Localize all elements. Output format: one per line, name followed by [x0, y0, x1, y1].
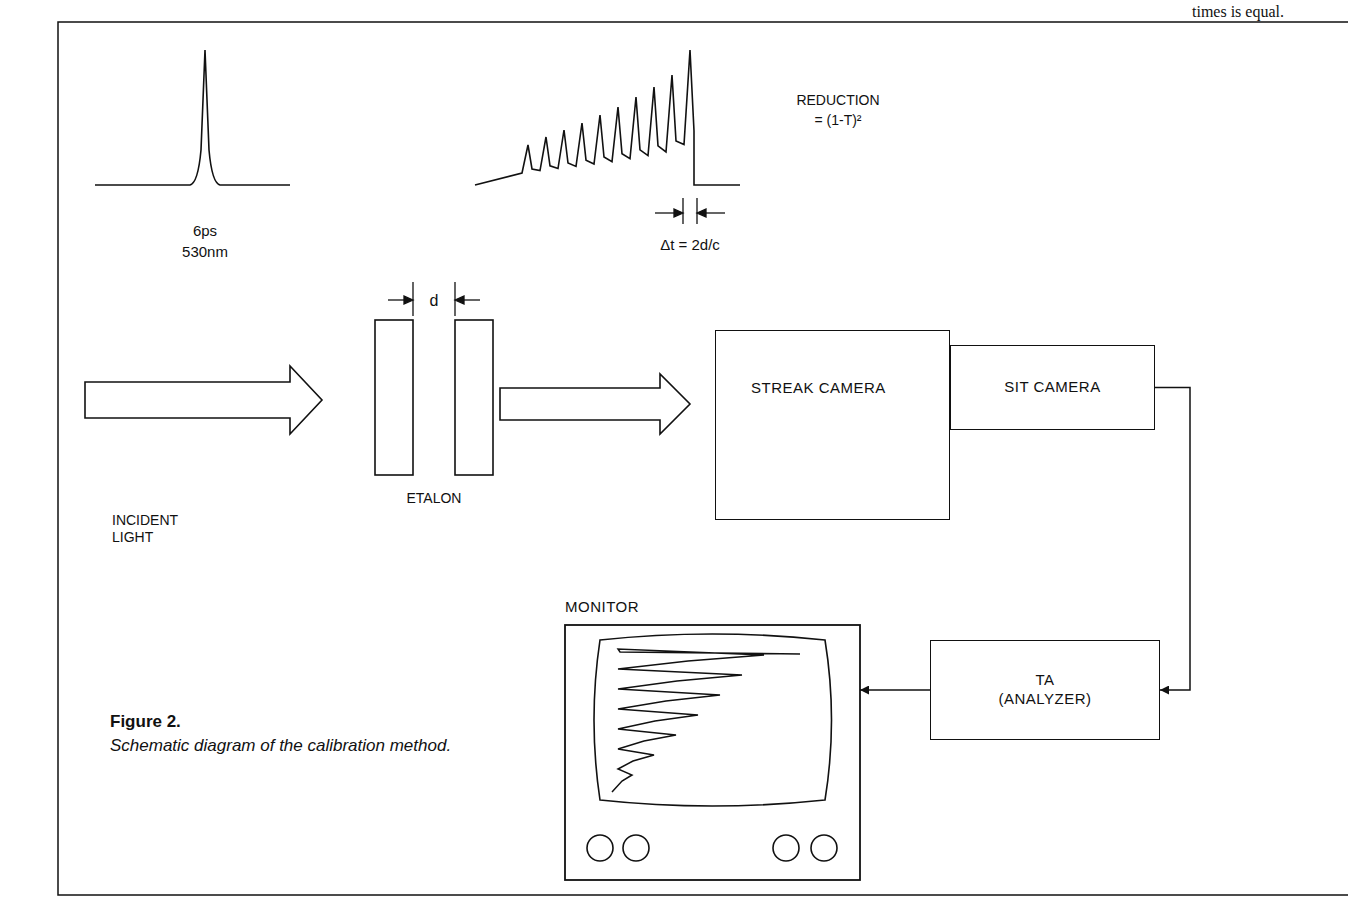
figure-number: Figure 2.	[110, 712, 181, 732]
annotation: 6ps	[193, 222, 217, 240]
input-pulse	[95, 50, 290, 185]
figure-frame	[58, 22, 1348, 895]
pulse-train	[475, 50, 740, 185]
etalon-plate	[455, 320, 493, 475]
annotation: REDUCTION	[796, 92, 879, 109]
box-label: SIT CAMERA	[1004, 378, 1100, 397]
etalon-plate	[375, 320, 413, 475]
box-label: STREAK CAMERA	[751, 379, 886, 398]
process-box: SIT CAMERA	[950, 345, 1155, 430]
box-label: TA (ANALYZER)	[990, 671, 1100, 709]
annotation: 530nm	[182, 243, 228, 261]
annotation: Δt = 2d/c	[660, 236, 720, 254]
monitor-screen	[594, 634, 832, 806]
screen-trace	[612, 649, 800, 792]
gap-dimension	[388, 282, 480, 316]
annotation: d	[430, 291, 439, 310]
page-text: times is equal.	[1192, 2, 1284, 21]
connector-arrow	[1155, 388, 1190, 691]
process-box: STREAK CAMERA	[715, 330, 950, 520]
delta-t-marker	[655, 198, 725, 224]
figure-caption: Schematic diagram of the calibration met…	[110, 736, 451, 756]
annotation: ETALON	[407, 490, 462, 507]
monitor-housing	[565, 625, 860, 880]
monitor-heading: MONITOR	[565, 598, 639, 617]
monitor-knobs	[587, 835, 837, 861]
connector-arrow	[860, 689, 930, 691]
annotation: INCIDENT LIGHT	[112, 512, 192, 546]
process-box: TA (ANALYZER)	[930, 640, 1160, 740]
light-arrow	[500, 374, 690, 434]
annotation: = (1-T)²	[814, 112, 861, 129]
incident-light-arrow	[85, 366, 322, 434]
monitor-unit: MONITOR	[565, 598, 860, 880]
